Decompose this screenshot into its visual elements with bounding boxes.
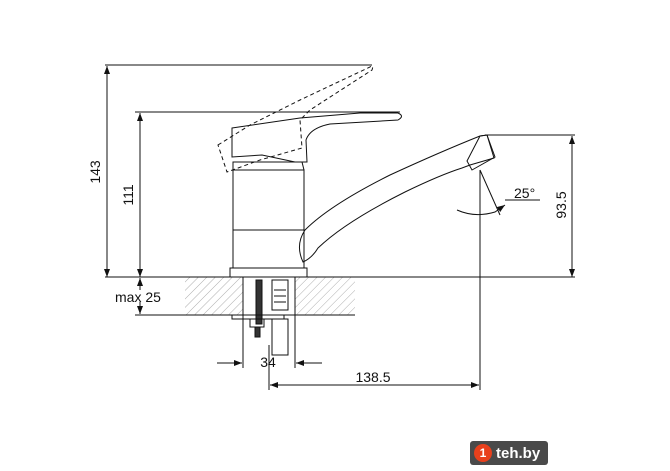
countertop-right xyxy=(295,277,355,315)
label-138-5: 138.5 xyxy=(355,369,390,385)
label-111: 111 xyxy=(120,184,136,205)
angle-line xyxy=(479,169,501,216)
mounting-parts xyxy=(231,276,296,356)
label-143: 143 xyxy=(87,160,103,184)
watermark-text: teh.by xyxy=(496,444,541,462)
faucet-body xyxy=(229,161,308,278)
lever-handle xyxy=(231,112,402,163)
label-93-5: 93.5 xyxy=(553,191,569,218)
spout xyxy=(299,134,495,263)
label-max25: max 25 xyxy=(115,289,161,305)
label-angle: 25° xyxy=(514,185,535,201)
angle-arc xyxy=(456,204,506,216)
countertop-left xyxy=(185,277,243,315)
watermark: 1 teh.by xyxy=(470,441,549,465)
aerator xyxy=(466,134,496,171)
watermark-logo-icon: 1 xyxy=(474,444,492,462)
lever-raised-dashed xyxy=(217,65,374,173)
label-34: 34 xyxy=(260,354,276,370)
